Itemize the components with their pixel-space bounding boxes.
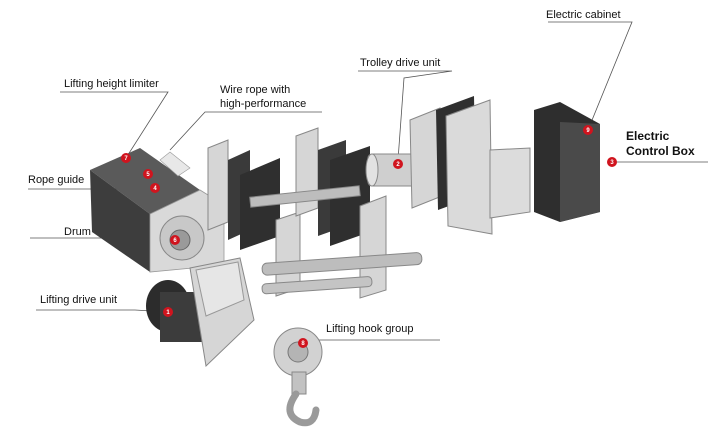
svg-text:1: 1 — [166, 310, 170, 316]
lifting-hook — [273, 327, 323, 427]
trolley-frame — [207, 127, 423, 299]
label-electric-control-box-line1: Electric — [626, 129, 670, 143]
badge-9: 9 — [583, 125, 593, 135]
label-lifting-hook-group: Lifting hook group — [326, 323, 414, 335]
svg-text:8: 8 — [301, 341, 305, 347]
badges: 1 2 3 4 5 6 7 8 9 — [121, 125, 617, 348]
label-wire-rope-line2: high-performance — [220, 98, 307, 110]
badge-1: 1 — [163, 307, 173, 317]
label-rope-guide: Rope guide — [28, 174, 85, 186]
label-electric-cabinet: Electric cabinet — [546, 9, 621, 21]
label-lifting-drive-unit: Lifting drive unit — [40, 294, 118, 306]
trolley-drive-assembly — [365, 96, 531, 235]
badge-4: 4 — [150, 183, 160, 193]
leader-wire-rope — [169, 111, 322, 151]
label-lifting-height-limiter: Lifting height limiter — [64, 78, 159, 90]
leader-trolley-drive-unit — [358, 70, 453, 161]
svg-text:7: 7 — [124, 156, 128, 162]
svg-text:6: 6 — [173, 238, 177, 244]
svg-text:2: 2 — [396, 162, 400, 168]
badge-7: 7 — [121, 153, 131, 163]
svg-text:5: 5 — [146, 172, 150, 178]
svg-text:3: 3 — [610, 160, 614, 166]
badge-5: 5 — [143, 169, 153, 179]
leader-electric-cabinet — [548, 21, 633, 131]
label-wire-rope-line1: Wire rope with — [220, 84, 291, 96]
electric-control-box — [534, 102, 600, 222]
lifting-drive-motor — [146, 257, 255, 368]
drum-housing — [90, 148, 225, 273]
badge-3: 3 — [607, 157, 617, 167]
badge-8: 8 — [298, 338, 308, 348]
leader-lifting-height-limiter — [60, 91, 169, 159]
svg-text:9: 9 — [586, 128, 590, 134]
label-electric-control-box-line2: Control Box — [626, 144, 695, 158]
label-drum: Drum — [64, 226, 91, 238]
badge-6: 6 — [170, 235, 180, 245]
svg-text:4: 4 — [153, 186, 157, 192]
label-trolley-drive-unit: Trolley drive unit — [360, 57, 441, 69]
badge-2: 2 — [393, 159, 403, 169]
